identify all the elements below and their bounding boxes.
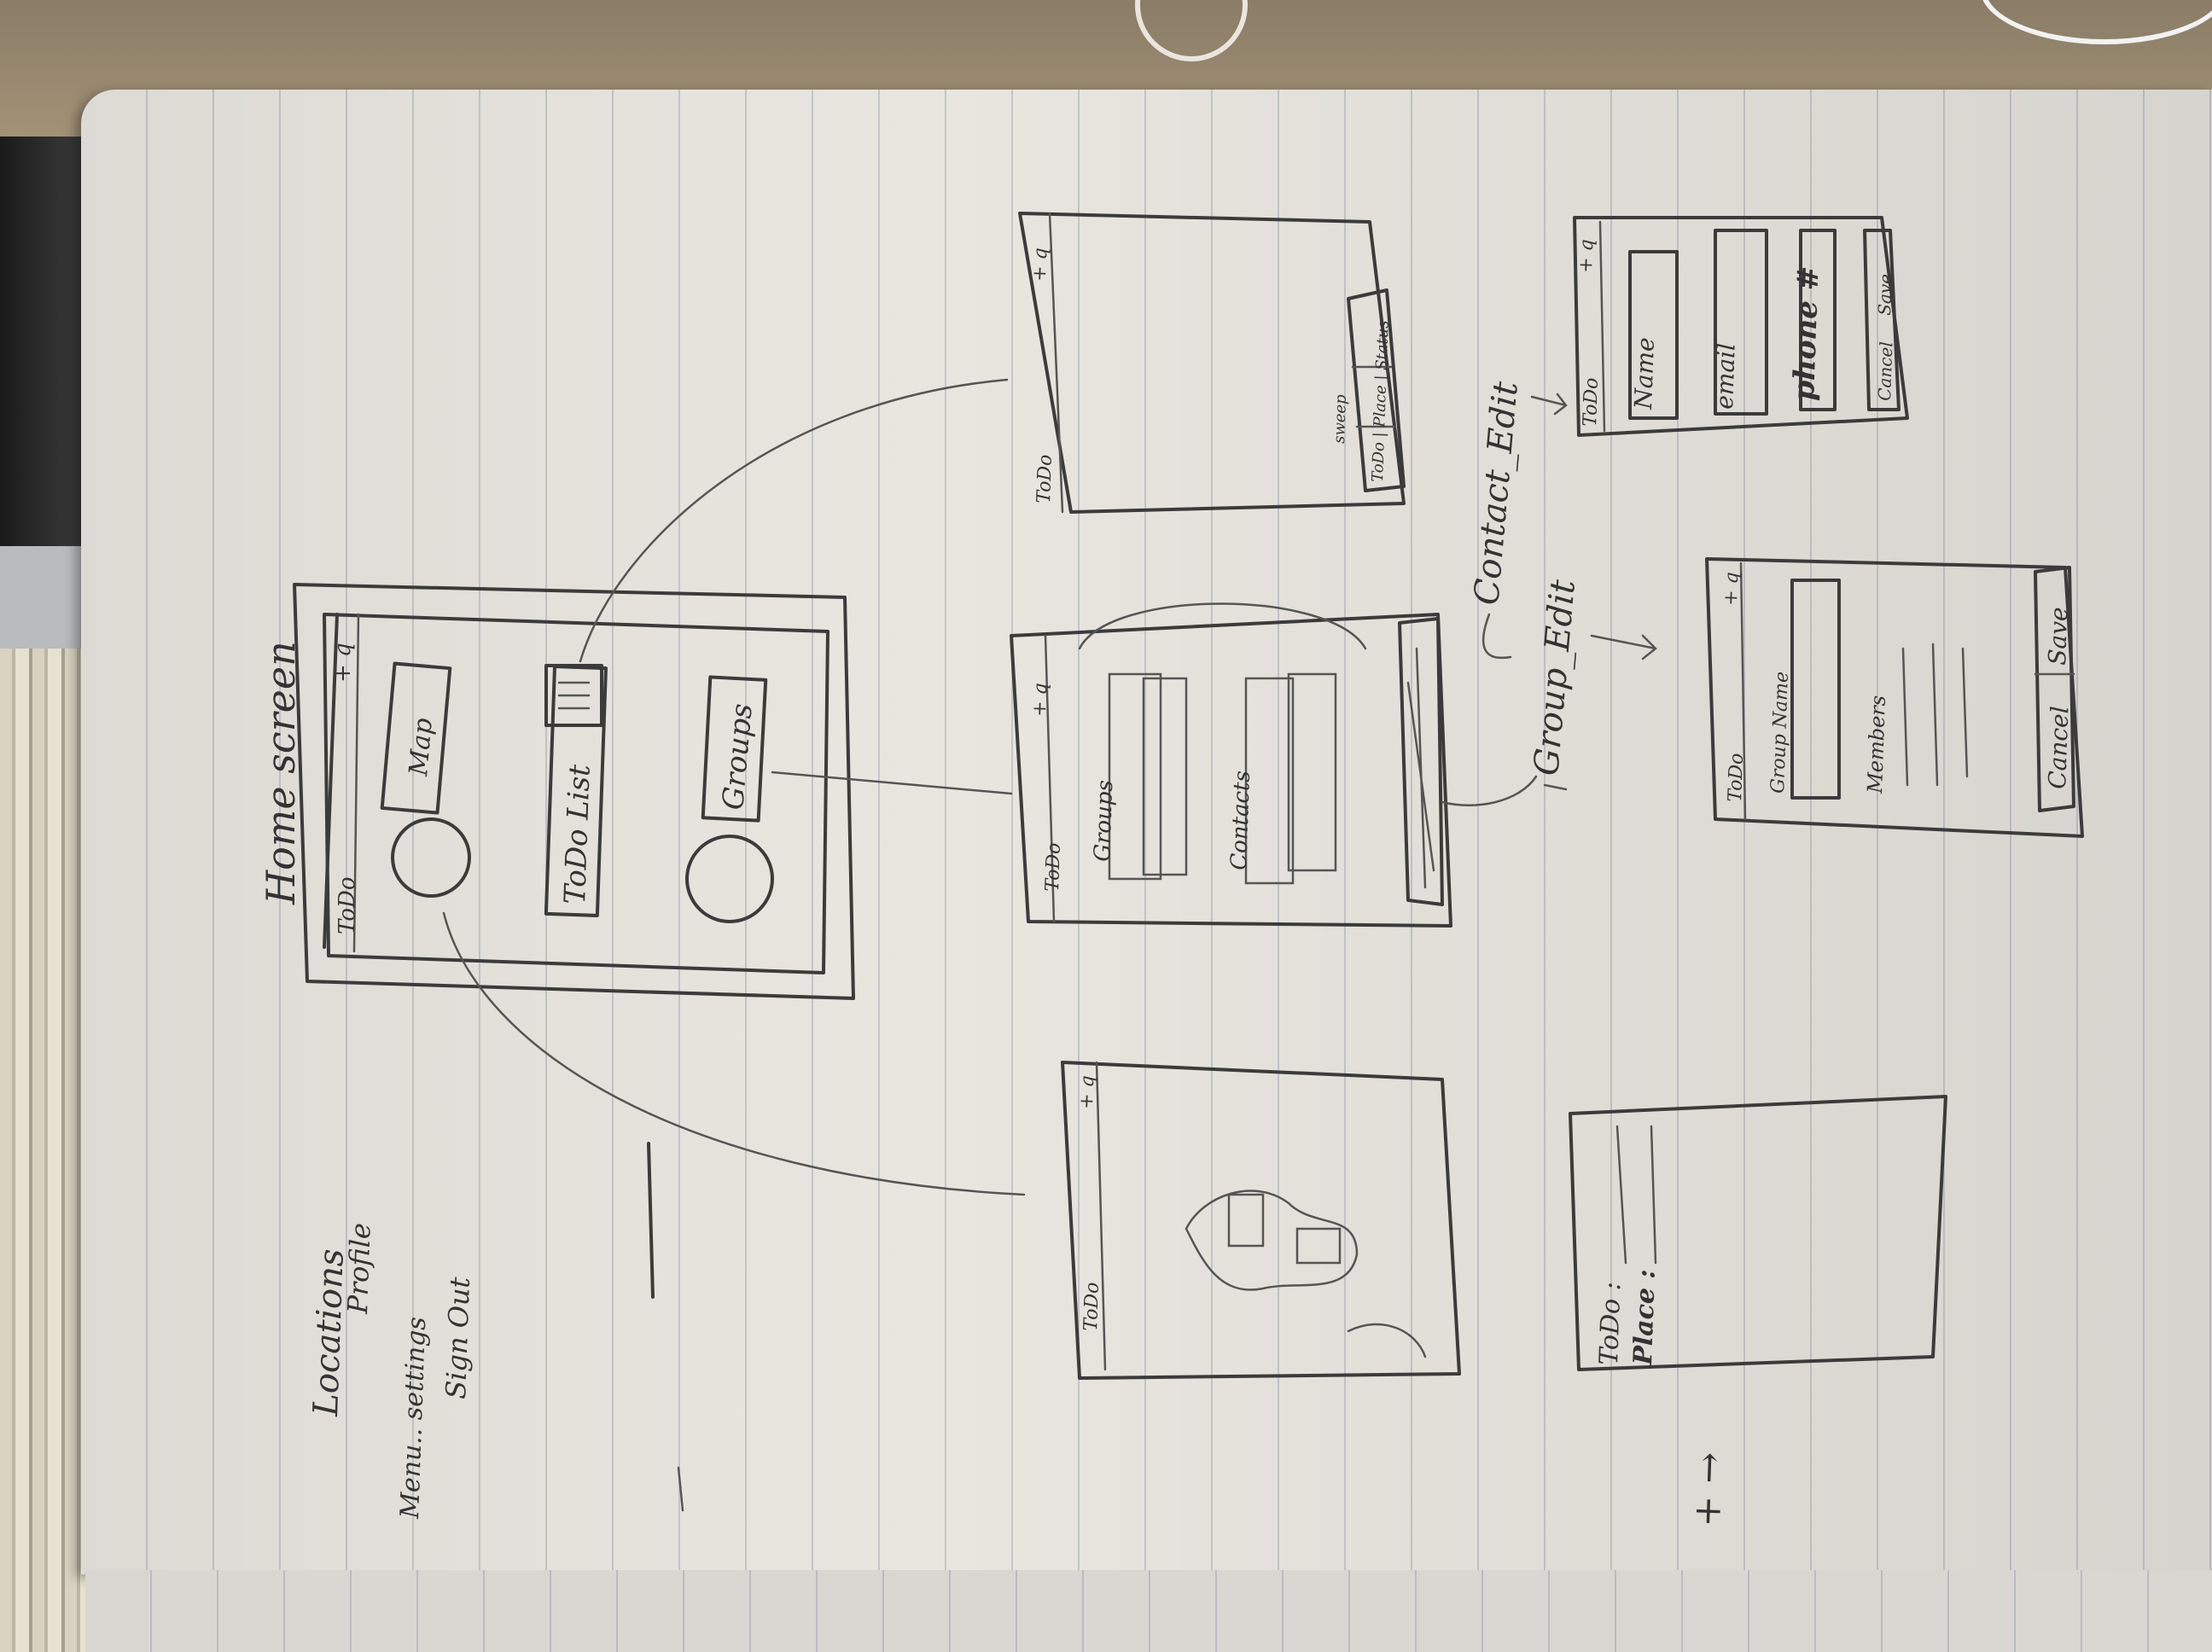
svg-text:Cancel: Cancel <box>2043 706 2074 789</box>
connector-map <box>442 911 1026 1196</box>
contact-edit-sketch: ToDo + q Name email phone # Cancel Save <box>1573 216 1909 437</box>
svg-text:ToDo: ToDo <box>1725 753 1748 802</box>
svg-text:Locations: Locations <box>306 1248 352 1418</box>
home-actions: + q <box>330 643 356 683</box>
home-todo-list-button: ToDo List <box>558 764 597 905</box>
svg-text:Menu.. settings: Menu.. settings <box>395 1317 432 1521</box>
groups-screen-sketch: ToDo + q Groups Contacts <box>1010 602 1538 928</box>
svg-text:Contacts: Contacts <box>1226 771 1255 871</box>
svg-text:+ q: + q <box>1575 239 1598 273</box>
connector-groups <box>771 771 1013 795</box>
connector-todo <box>579 378 1009 663</box>
todo-screen-sketch: ToDo + q sweep ToDo | Place | Status <box>1018 212 1406 514</box>
svg-text:Save: Save <box>2043 607 2073 666</box>
plus-arrow: + → <box>1685 1451 1732 1527</box>
svg-text:+ q: + q <box>1029 683 1051 717</box>
svg-text:phone #: phone # <box>1787 265 1825 401</box>
svg-text:ToDo | Place | Status: ToDo | Place | Status <box>1369 320 1393 482</box>
next-page-edge <box>85 1570 2212 1652</box>
svg-text:Cancel: Cancel <box>1874 341 1896 401</box>
svg-text:email: email <box>1710 342 1741 410</box>
svg-text:Place :: Place : <box>1628 1269 1662 1366</box>
svg-text:Sign Out: Sign Out <box>439 1277 476 1400</box>
svg-text:Group_Edit: Group_Edit <box>1527 578 1583 777</box>
svg-text:+ →: + → <box>1685 1451 1732 1527</box>
svg-text:ToDo: ToDo <box>1042 842 1065 892</box>
svg-text:Groups: Groups <box>1090 780 1118 863</box>
ruled-lines <box>81 90 2212 1574</box>
home-screen-title: Home screen <box>258 641 304 905</box>
svg-text:sweep: sweep <box>1330 394 1350 445</box>
menu-notes: Locations Profile Menu.. settings Sign O… <box>306 1142 684 1521</box>
map-screen-sketch: ToDo + q <box>1061 1061 1461 1380</box>
new-todo-sketch: ToDo : Place : <box>1569 1095 1947 1371</box>
svg-text:ToDo: ToDo <box>1580 377 1603 427</box>
svg-text:ToDo: ToDo <box>1033 454 1057 503</box>
svg-text:Name: Name <box>1629 337 1660 410</box>
svg-text:Save: Save <box>1874 274 1896 317</box>
edit-arrow-labels: Contact_Edit Group_Edit <box>1467 379 1657 791</box>
group-edit-sketch: ToDo + q Group Name Members Cancel Save <box>1705 557 2084 838</box>
home-groups-button: Groups <box>716 702 760 811</box>
laptop-base <box>0 546 81 649</box>
home-app-label: ToDo <box>335 877 360 934</box>
svg-text:Group Name: Group Name <box>1767 672 1793 794</box>
svg-text:ToDo: ToDo <box>1080 1282 1103 1331</box>
notebook-page <box>81 90 2212 1574</box>
home-map-button: Map <box>404 717 439 778</box>
laptop-edge <box>0 137 81 580</box>
svg-text:+ q: + q <box>1029 247 1051 282</box>
svg-text:+ q: + q <box>1076 1075 1098 1109</box>
svg-text:Members: Members <box>1863 695 1890 794</box>
home-screen-sketch: Home screen ToDo + q Map ToDo List Group… <box>258 583 855 1000</box>
svg-text:+ q: + q <box>1720 572 1743 606</box>
svg-text:Profile: Profile <box>341 1222 377 1315</box>
svg-text:ToDo :: ToDo : <box>1594 1282 1627 1366</box>
svg-text:Contact_Edit: Contact_Edit <box>1467 379 1526 606</box>
